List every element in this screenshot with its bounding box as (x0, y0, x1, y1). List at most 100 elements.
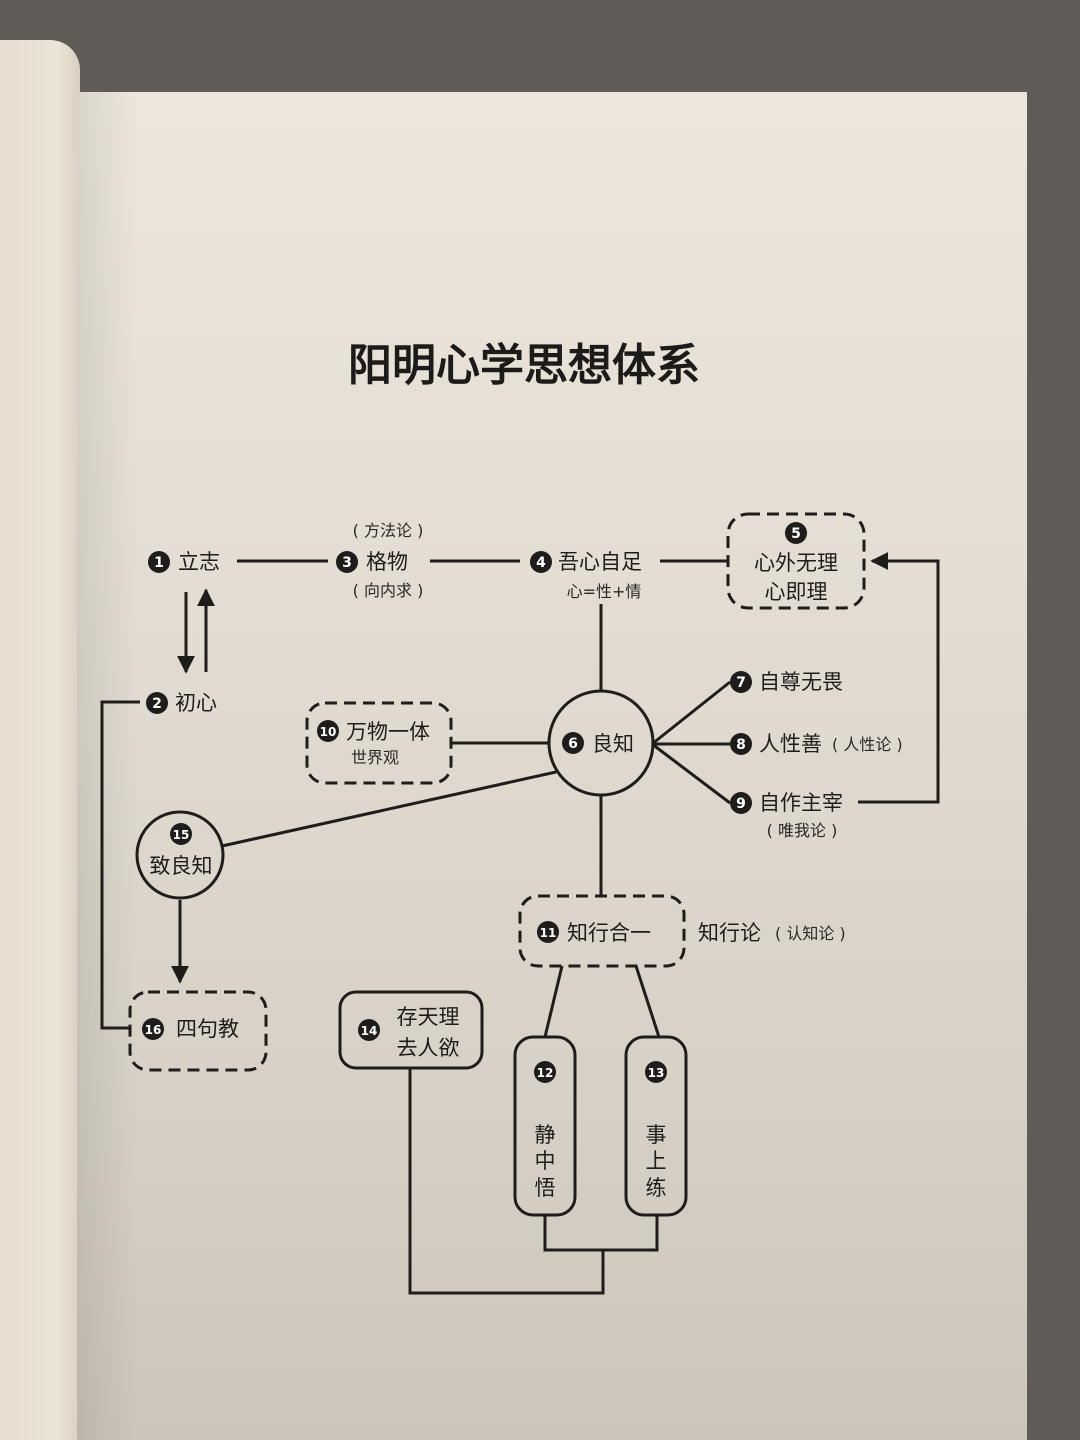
node-label-line2: 去人欲 (397, 1036, 460, 1060)
node-9: 9 自作主宰 ( 唯我论 ) (730, 791, 843, 840)
badge-number: 9 (736, 796, 746, 812)
node-char: 上 (646, 1149, 667, 1173)
badge-number: 14 (361, 1024, 378, 1038)
arrow-9-to-5 (858, 552, 940, 804)
node-side-label: 知行论 (698, 921, 761, 945)
number-badge (730, 792, 752, 814)
node-3: ( 方法论 ) 3 格物 ( 向内求 ) (336, 521, 423, 600)
node-6: 6 良知 (547, 689, 655, 797)
node-char: 练 (646, 1176, 667, 1200)
badge-number: 2 (152, 696, 162, 712)
number-badge (730, 671, 752, 693)
number-badge (142, 1018, 164, 1040)
node-note: ( 唯我论 ) (767, 821, 838, 840)
number-badge (170, 823, 192, 845)
node-note: 世界观 (351, 748, 399, 767)
badge-number: 12 (537, 1066, 554, 1080)
dashed-box (726, 512, 866, 610)
badge-number: 3 (342, 555, 352, 571)
dashed-box (518, 894, 686, 968)
node-label: 人性善 (759, 732, 822, 756)
node-2: 2 初心 (146, 691, 217, 715)
node-label: 格物 (366, 550, 408, 574)
node-15: 15 致良知 (135, 810, 225, 900)
badge-number: 7 (736, 675, 746, 691)
node-16: 16 四句教 (128, 990, 268, 1072)
badge-number: 1 (154, 555, 164, 571)
number-badge (317, 720, 339, 742)
edge-6-9 (651, 742, 731, 805)
edge-2-16 (100, 700, 140, 1030)
badge-number: 5 (791, 526, 801, 542)
dashed-box (305, 701, 453, 785)
pill-box (513, 1035, 577, 1217)
node-char: 中 (535, 1149, 556, 1173)
node-label: 初心 (175, 691, 217, 715)
edge-join-14 (408, 1068, 605, 1295)
badge-number: 13 (648, 1066, 665, 1080)
badge-number: 6 (568, 736, 578, 752)
node-label: 万物一体 (346, 720, 430, 744)
node-4: 4 吾心自足 心=性+情 (530, 550, 642, 601)
node-char: 静 (535, 1123, 556, 1147)
node-side-note: ( 认知论 ) (775, 924, 846, 943)
node-label: 吾心自足 (558, 550, 642, 574)
circle-frame (135, 810, 225, 900)
node-note-inward: ( 向内求 ) (353, 581, 424, 600)
number-badge (645, 1061, 667, 1083)
node-label-line2: 心即理 (765, 580, 828, 604)
edge-11-12 (543, 965, 564, 1038)
node-label-line1: 存天理 (397, 1005, 460, 1029)
number-badge (562, 732, 584, 754)
node-label: 四句教 (176, 1017, 239, 1041)
edge-6-15 (221, 770, 557, 848)
node-label: 致良知 (150, 854, 213, 878)
badge-number: 15 (173, 828, 190, 842)
node-8: 8 人性善 ( 人性论 ) (730, 732, 903, 756)
pill-box (624, 1035, 688, 1217)
node-label-line1: 心外无理 (754, 551, 838, 575)
badge-number: 8 (736, 737, 746, 753)
node-label: 良知 (592, 732, 634, 756)
circle-frame (547, 689, 655, 797)
solid-box (338, 990, 484, 1070)
edge-12-13-join (543, 1214, 659, 1252)
badge-number: 10 (320, 725, 337, 739)
dashed-box (128, 990, 268, 1072)
page-gutter-shadow (77, 92, 137, 1440)
node-note-methodology: ( 方法论 ) (353, 521, 424, 540)
node-12: 12 静 中 悟 (513, 1035, 577, 1217)
previous-page (0, 40, 80, 1440)
node-5: 5 心外无理 心即理 (726, 512, 866, 610)
badge-number: 16 (145, 1023, 162, 1037)
node-13: 13 事 上 练 (624, 1035, 688, 1217)
number-badge (730, 733, 752, 755)
node-char: 悟 (535, 1176, 556, 1200)
number-badge (785, 522, 807, 544)
node-7: 7 自尊无畏 (730, 670, 843, 694)
badge-number: 4 (536, 555, 546, 571)
number-badge (530, 551, 552, 573)
node-1: 1 立志 (148, 550, 220, 574)
node-label: 知行合一 (567, 921, 651, 945)
number-badge (336, 551, 358, 573)
edge-11-13 (634, 965, 661, 1038)
node-note: 心=性+情 (567, 582, 642, 601)
badge-number: 11 (540, 926, 557, 940)
node-label: 自尊无畏 (759, 670, 843, 694)
page-title: 阳明心学思想体系 (348, 340, 700, 391)
node-11: 11 知行合一 知行论 ( 认知论 ) (518, 894, 846, 968)
node-14: 14 存天理 去人欲 (338, 990, 484, 1070)
number-badge (358, 1019, 380, 1041)
number-badge (537, 921, 559, 943)
node-char: 事 (646, 1123, 667, 1147)
connectors (100, 552, 940, 1295)
edge-6-7 (651, 680, 731, 746)
node-note: ( 人性论 ) (832, 735, 903, 754)
node-10: 10 万物一体 世界观 (305, 701, 453, 785)
number-badge (534, 1061, 556, 1083)
node-label: 立志 (178, 550, 220, 574)
number-badge (146, 692, 168, 714)
node-label: 自作主宰 (759, 791, 843, 815)
